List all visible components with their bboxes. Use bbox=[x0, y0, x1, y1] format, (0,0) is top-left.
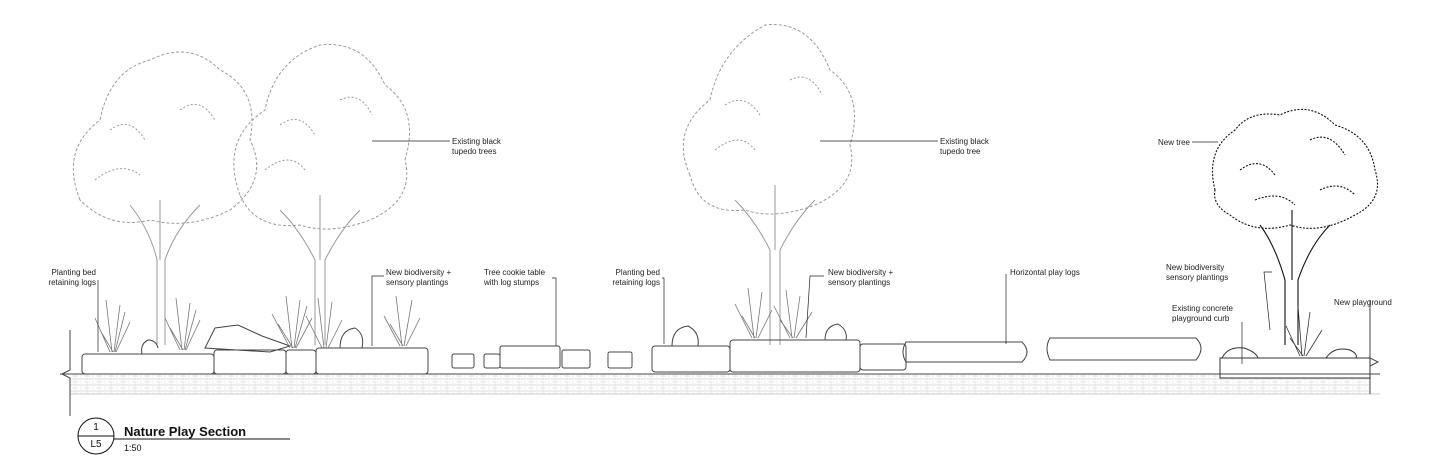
drawing-title: Nature Play Section bbox=[124, 424, 247, 439]
playground-curb bbox=[1219, 347, 1371, 379]
label-planting-bed-mid: Planting bed retaining logs bbox=[612, 268, 660, 287]
label-tupelo-mid: Existing black tupedo tree bbox=[940, 137, 989, 156]
cookie-table bbox=[451, 345, 633, 369]
section-number: 1 bbox=[93, 422, 99, 433]
label-biodiversity-right: New biodiversity sensory plantings bbox=[1166, 263, 1229, 282]
grasses-left bbox=[94, 295, 421, 353]
leader-lines bbox=[97, 140, 1272, 364]
existing-tree-left-2 bbox=[233, 44, 410, 345]
ground-section bbox=[60, 300, 1380, 416]
sheet-number: L5 bbox=[90, 439, 102, 450]
play-logs bbox=[902, 337, 1202, 363]
new-tree bbox=[1211, 108, 1379, 345]
label-tupelo-left: Existing black tupedo trees bbox=[452, 137, 501, 156]
section-bubble bbox=[77, 417, 290, 455]
grasses-right bbox=[1285, 305, 1323, 357]
drawing-scale: 1:50 bbox=[124, 443, 142, 453]
label-curb: Existing concrete playground curb bbox=[1172, 304, 1233, 323]
label-new-tree: New tree bbox=[1157, 138, 1190, 147]
grasses-mid bbox=[734, 287, 813, 339]
existing-tree-mid bbox=[682, 24, 855, 345]
label-play-logs: Horizontal play logs bbox=[1010, 268, 1080, 277]
planting-bed-mid bbox=[651, 323, 907, 373]
label-cookie-table: Tree cookie table with log stumps bbox=[484, 268, 546, 287]
label-biodiversity-left: New biodiversity + sensory plantings bbox=[386, 268, 452, 287]
existing-tree-left-1 bbox=[72, 51, 258, 345]
label-planting-bed-left: Planting bed retaining logs bbox=[48, 268, 96, 287]
label-playground: New playground bbox=[1334, 298, 1392, 307]
planting-bed-left bbox=[81, 324, 429, 375]
label-biodiversity-mid: New biodiversity + sensory plantings bbox=[828, 268, 894, 287]
